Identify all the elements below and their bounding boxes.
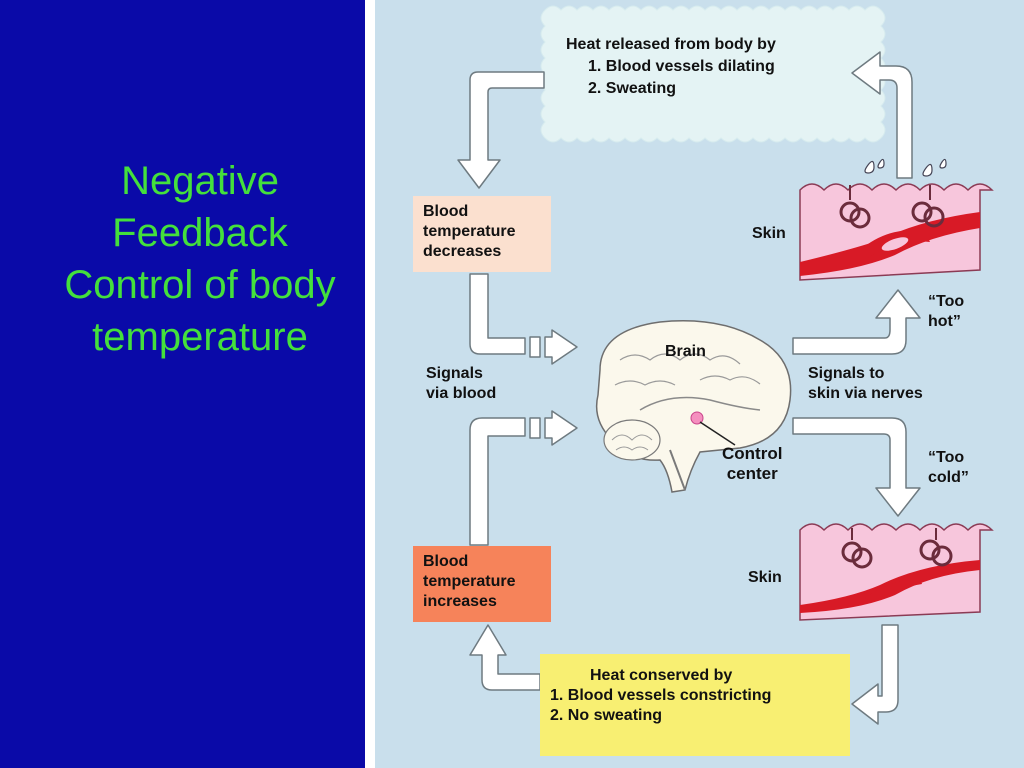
control-center-line-2: center — [726, 464, 778, 483]
control-center-line-1: Control — [722, 444, 783, 463]
brain-illustration — [595, 320, 792, 493]
increases-line-1: Blood — [423, 553, 469, 570]
increases-line-3: increases — [423, 593, 497, 610]
skin-bottom-label: Skin — [748, 569, 782, 586]
blood-temp-decreases-box: Blood temperature decreases — [413, 196, 551, 272]
heat-released-item-2: 2. Sweating — [588, 80, 677, 97]
title-line-1: Negative — [121, 159, 279, 203]
skin-top-illustration — [799, 158, 994, 281]
arrow-increases-to-brain — [469, 417, 526, 546]
signals-to-skin-line-2: skin via nerves — [808, 385, 923, 402]
arrow-decreases-to-brain — [469, 273, 526, 355]
skin-bottom-illustration — [799, 523, 994, 621]
too-cold-line-2: cold” — [928, 469, 969, 486]
skin-top-label: Skin — [752, 225, 786, 242]
arrow-brain-to-skin-bottom — [792, 417, 921, 517]
slide-title: Negative Feedback Control of body temper… — [30, 155, 370, 363]
control-center-label: Control center — [722, 444, 782, 484]
blood-temp-increases-box: Blood temperature increases — [413, 546, 551, 622]
too-hot-line-2: hot” — [928, 313, 961, 330]
decreases-line-1: Blood — [423, 203, 469, 220]
increases-line-2: temperature — [423, 573, 516, 590]
signals-via-blood-line-2: via blood — [426, 385, 497, 402]
too-cold-label: “Too cold” — [928, 448, 969, 488]
heat-released-text: Heat released from body by 1. Blood vess… — [566, 34, 776, 100]
arrow-conserved-to-increases — [469, 624, 541, 691]
heat-conserved-box: Heat conserved by 1. Blood vessels const… — [540, 654, 850, 756]
too-cold-line-1: “Too — [928, 449, 965, 466]
heat-conserved-item-1: 1. Blood vessels constricting — [550, 687, 772, 704]
arrow-brain-to-skin-top — [792, 289, 921, 355]
signals-via-blood-label: Signals via blood — [426, 364, 496, 404]
heat-released-cloud — [540, 5, 886, 143]
heat-released-heading: Heat released from body by — [566, 36, 776, 53]
title-line-4: temperature — [92, 315, 308, 359]
panel-divider — [365, 0, 375, 768]
signals-to-skin-line-1: Signals to — [808, 365, 885, 382]
decreases-line-3: decreases — [423, 243, 502, 260]
arrow-head-blood-bottom — [529, 410, 578, 446]
title-line-2: Feedback — [112, 211, 288, 255]
heat-released-item-1: 1. Blood vessels dilating — [588, 58, 775, 75]
brain-label: Brain — [665, 343, 706, 360]
heat-conserved-heading: Heat conserved by — [590, 667, 733, 684]
heat-conserved-item-2: 2. No sweating — [550, 707, 663, 724]
signals-via-blood-line-1: Signals — [426, 365, 483, 382]
title-line-3: Control of body — [64, 263, 336, 307]
arrow-cloud-to-decreases — [457, 71, 545, 189]
arrow-skin-to-conserved — [851, 624, 899, 725]
arrow-skin-to-cloud — [851, 51, 913, 179]
too-hot-line-1: “Too — [928, 293, 965, 310]
decreases-line-2: temperature — [423, 223, 516, 240]
signals-to-skin-label: Signals to skin via nerves — [808, 364, 923, 404]
arrow-head-blood-top — [529, 329, 578, 365]
too-hot-label: “Too hot” — [928, 292, 964, 332]
